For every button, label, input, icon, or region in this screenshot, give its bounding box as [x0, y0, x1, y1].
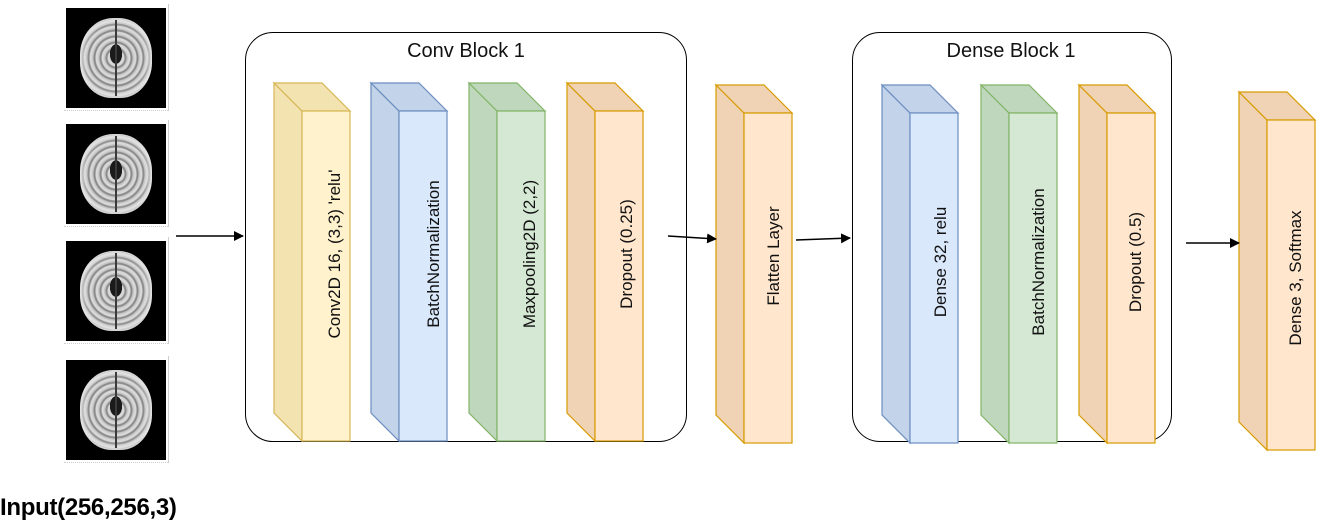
layer-side-face [715, 83, 745, 445]
layer-side-face [881, 83, 911, 445]
layer-prism-batchnorm-dense [979, 83, 1059, 445]
layer-prism-maxpooling [467, 81, 547, 443]
layer-front-face [1008, 112, 1058, 444]
layer-prism-flatten [714, 83, 794, 445]
input-shape-label: Input(256,256,3) [0, 494, 177, 521]
layer-label-batchnorm: BatchNormalization [424, 180, 443, 328]
layer-front-face [496, 110, 546, 442]
layer-label-flatten: Flatten Layer [764, 206, 783, 306]
layer-prism-dense3-softmax [1237, 90, 1317, 452]
layer-label-maxpooling: Maxpooling2D (2,2) [520, 179, 539, 329]
layer-front-face [301, 110, 351, 442]
layer-side-face [370, 81, 400, 443]
layer-side-face [1078, 83, 1108, 445]
layer-side-face [980, 83, 1010, 445]
layer-front-face [1266, 119, 1316, 451]
dense-block-title: Dense Block 1 [946, 40, 1076, 62]
layer-prism-dropout-05 [1077, 83, 1157, 445]
mri-slice-image [62, 120, 174, 227]
conv-block-title: Conv Block 1 [407, 40, 525, 62]
layer-front-face [1106, 112, 1156, 444]
layer-label-conv2d: Conv2D 16, (3,3) 'relu' [325, 169, 344, 339]
layer-prism-conv2d [272, 81, 352, 443]
layer-front-face [743, 112, 793, 444]
layer-label-dropout-025: Dropout (0.25) [617, 199, 636, 309]
layer-front-face [398, 110, 448, 442]
layer-side-face [273, 81, 303, 443]
mri-slice-image [62, 237, 174, 344]
layer-side-face [1238, 90, 1268, 452]
layer-label-batchnorm-dense: BatchNormalization [1029, 188, 1048, 336]
layer-prism-dropout-025 [565, 81, 645, 443]
layer-prism-dense32 [880, 83, 960, 445]
mri-slice-image [62, 4, 174, 111]
layer-front-face [594, 110, 644, 442]
layer-label-dense3-softmax: Dense 3, Softmax [1286, 210, 1305, 346]
conv-to-flatten-arrow [667, 233, 717, 244]
layer-label-dropout-05: Dropout (0.5) [1126, 211, 1145, 313]
flatten-to-dense-arrow [795, 233, 851, 244]
layer-front-face [909, 112, 959, 444]
mri-slice-image [62, 356, 174, 463]
layer-prism-batchnorm [369, 81, 449, 443]
layer-side-face [468, 81, 498, 443]
layer-label-dense32: Dense 32, relu [931, 206, 950, 318]
layer-side-face [566, 81, 596, 443]
